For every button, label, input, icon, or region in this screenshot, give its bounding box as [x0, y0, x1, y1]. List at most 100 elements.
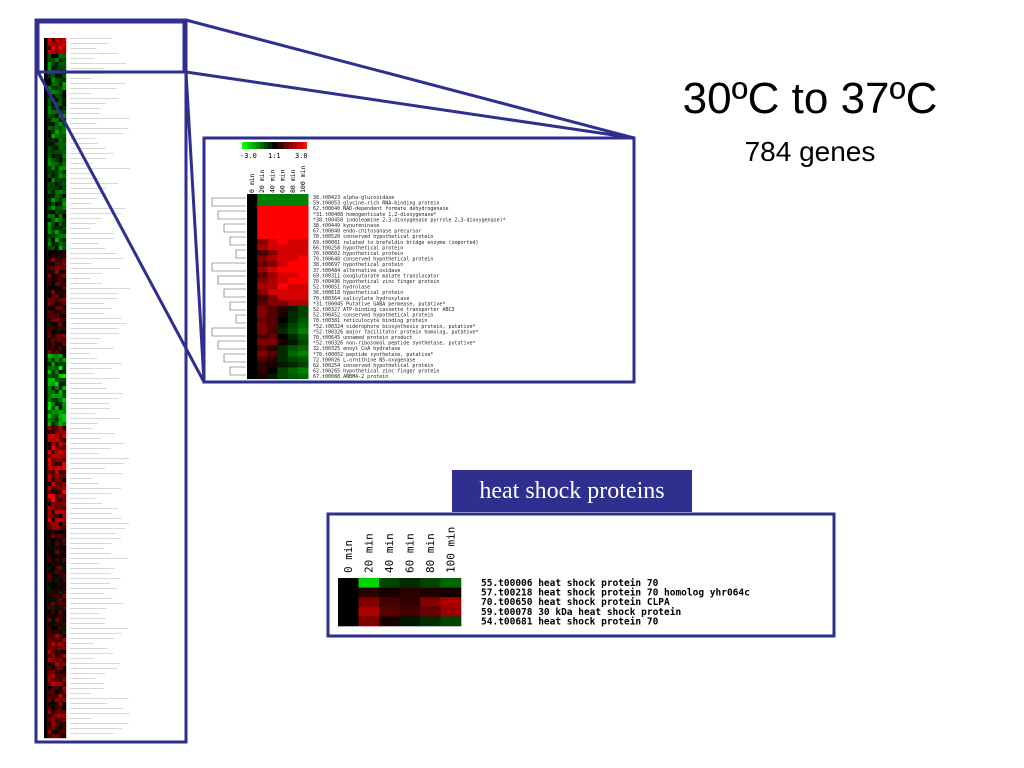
- heatmap-cell: [247, 367, 258, 374]
- heatmap-cell: [257, 244, 268, 251]
- heatmap-cell: [58, 562, 63, 567]
- heatmap-cell: [62, 286, 67, 291]
- heatmap-cell: [47, 106, 52, 111]
- heatmap-cell: [51, 366, 56, 371]
- heatmap-cell: [62, 74, 67, 79]
- heatmap-cell: [51, 274, 56, 279]
- heatmap-cell: [55, 710, 59, 715]
- full-heatmap: [44, 38, 67, 739]
- heatmap-cell: [55, 166, 59, 171]
- heatmap-cell: [55, 78, 59, 83]
- heatmap-cell: [62, 438, 67, 443]
- heatmap-cell: [51, 718, 56, 723]
- heatmap-cell: [55, 238, 59, 243]
- zoom-column-label: 40 min: [268, 169, 276, 193]
- gene-label-line: [70, 363, 122, 364]
- heatmap-cell: [51, 190, 56, 195]
- heatmap-cell: [55, 466, 59, 471]
- heatmap-cell: [51, 490, 56, 495]
- heatmap-cell: [55, 90, 59, 95]
- heatmap-cell: [62, 650, 67, 655]
- heatmap-cell: [47, 66, 52, 71]
- heatmap-cell: [58, 110, 63, 115]
- heatmap-cell: [51, 362, 56, 367]
- gene-label-line: [70, 158, 107, 159]
- heatmap-cell: [44, 190, 48, 195]
- heatmap-cell: [58, 590, 63, 595]
- heatmap-cell: [298, 339, 309, 346]
- heatmap-cell: [62, 546, 67, 551]
- heatmap-cell: [44, 506, 48, 511]
- heatmap-cell: [277, 339, 289, 346]
- heatmap-cell: [51, 330, 56, 335]
- heatmap-cell: [51, 38, 56, 43]
- zoom-gene-label: 36.t00618 hypothetical protein: [313, 290, 403, 296]
- heatmap-cell: [58, 654, 63, 659]
- heatmap-cell: [47, 634, 52, 639]
- gene-label-line: [70, 398, 118, 399]
- heatmap-cell: [47, 722, 52, 727]
- heatmap-cell: [62, 582, 67, 587]
- heatmap-cell: [62, 78, 67, 83]
- heatmap-cell: [55, 322, 59, 327]
- heatmap-cell: [58, 62, 63, 67]
- heatmap-cell: [44, 166, 48, 171]
- heatmap-cell: [47, 538, 52, 543]
- heatmap-cell: [62, 534, 67, 539]
- heatmap-cell: [62, 474, 67, 479]
- heatmap-cell: [51, 622, 56, 627]
- heatmap-cell: [287, 311, 299, 318]
- heatmap-cell: [298, 238, 309, 245]
- gene-label-line: [70, 563, 100, 564]
- heatmap-cell: [58, 82, 63, 87]
- heatmap-cell: [47, 346, 52, 351]
- heatmap-cell: [55, 134, 59, 139]
- heatmap-cell: [58, 214, 63, 219]
- heatmap-cell: [58, 638, 63, 643]
- heatmap-cell: [62, 150, 67, 155]
- heatmap-cell: [44, 178, 48, 183]
- heatmap-cell: [62, 722, 67, 727]
- heatmap-cell: [51, 110, 56, 115]
- gene-label-line: [70, 653, 114, 654]
- gene-label-line: [70, 348, 115, 349]
- zoom-gene-label: 52.t00051 hydrolase: [313, 285, 370, 291]
- heatmap-cell: [62, 678, 67, 683]
- heatmap-cell: [51, 722, 56, 727]
- heatmap-cell: [58, 270, 63, 275]
- heatmap-cell: [47, 94, 52, 99]
- heatmap-cell: [51, 694, 56, 699]
- heatmap-cell: [62, 626, 67, 631]
- heatmap-cell: [62, 586, 67, 591]
- heatmap-cell: [51, 494, 56, 499]
- heatmap-cell: [47, 174, 52, 179]
- heatmap-cell: [44, 454, 48, 459]
- heatmap-cell: [51, 90, 56, 95]
- heatmap-cell: [44, 102, 48, 107]
- heatmap-cell: [58, 514, 63, 519]
- gene-label-line: [70, 503, 102, 504]
- heatmap-cell: [298, 283, 309, 290]
- heatmap-cell: [62, 338, 67, 343]
- color-scale-bar: [242, 142, 307, 149]
- heatmap-cell: [44, 722, 48, 727]
- heatmap-cell: [51, 382, 56, 387]
- heatmap-cell: [62, 46, 67, 51]
- heatmap-cell: [58, 442, 63, 447]
- heatmap-cell: [62, 166, 67, 171]
- heatmap-cell: [55, 682, 59, 687]
- heatmap-cell: [247, 334, 258, 340]
- heatmap-cell: [44, 562, 48, 567]
- scale-swatch: [247, 142, 251, 149]
- hsp-column-label: 40 min: [383, 533, 396, 573]
- gene-label-line: [70, 123, 97, 124]
- heatmap-cell: [51, 570, 56, 575]
- heatmap-cell: [257, 233, 268, 240]
- heatmap-cell: [257, 250, 268, 256]
- gene-label-line: [70, 518, 122, 519]
- heatmap-cell: [58, 194, 63, 199]
- heatmap-cell: [62, 430, 67, 435]
- heatmap-cell: [51, 98, 56, 103]
- heatmap-cell: [58, 498, 63, 503]
- gene-label-line: [70, 633, 122, 634]
